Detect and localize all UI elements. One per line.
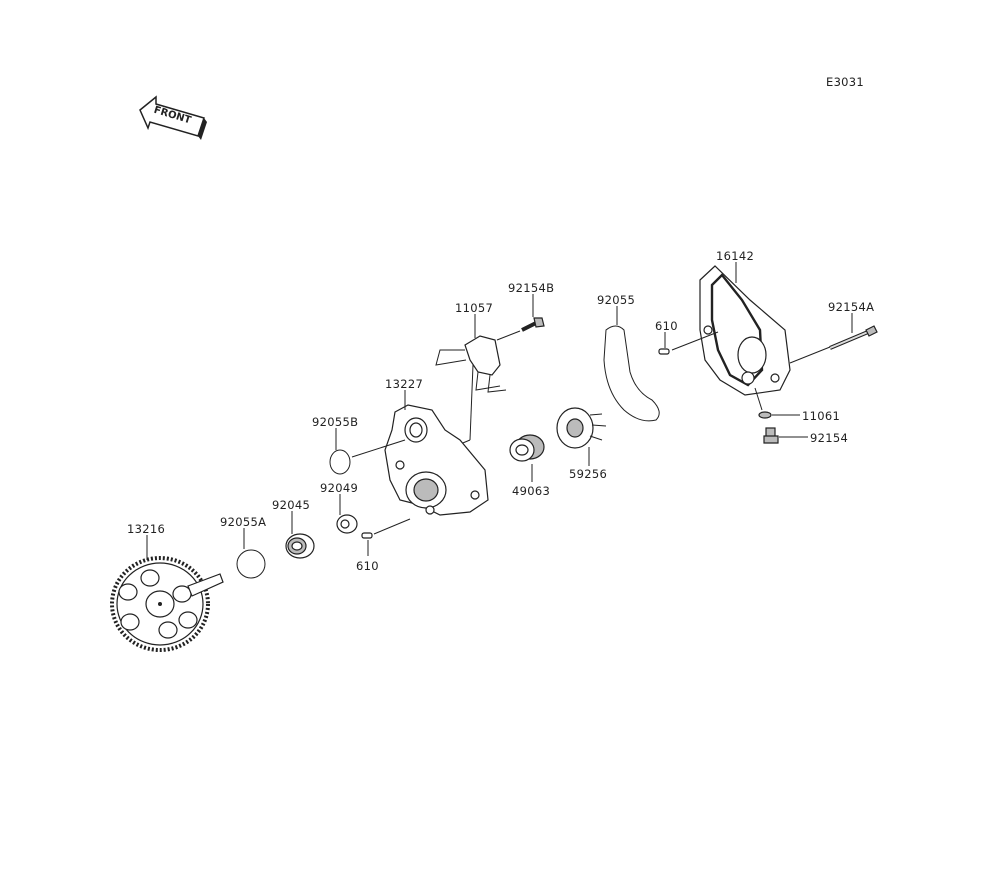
diagram-id: E3031 [826, 75, 864, 89]
part-11057-bracket[interactable] [435, 335, 507, 393]
label-92055A[interactable]: 92055A [220, 515, 266, 529]
part-16142-cover[interactable] [699, 265, 791, 396]
label-92049[interactable]: 92049 [320, 481, 358, 495]
label-92055[interactable]: 92055 [597, 293, 635, 307]
part-92049-oil-seal[interactable] [336, 514, 358, 534]
label-92154B[interactable]: 92154B [508, 281, 554, 295]
label-59256[interactable]: 59256 [569, 467, 607, 481]
label-610-bottom[interactable]: 610 [356, 559, 379, 573]
part-610-dowel-bottom[interactable] [361, 532, 373, 539]
part-92055-gasket[interactable] [603, 325, 660, 422]
part-92055A-oring[interactable] [236, 549, 266, 579]
label-610-top[interactable]: 610 [655, 319, 678, 333]
part-92154A-bolt[interactable] [829, 325, 878, 350]
label-16142[interactable]: 16142 [716, 249, 754, 263]
part-49063-mechanical-seal[interactable] [509, 434, 545, 462]
label-13227[interactable]: 13227 [385, 377, 423, 391]
label-92154[interactable]: 92154 [810, 431, 848, 445]
label-11057[interactable]: 11057 [455, 301, 493, 315]
part-92055B-oring[interactable] [329, 449, 351, 475]
label-49063[interactable]: 49063 [512, 484, 550, 498]
label-92154A[interactable]: 92154A [828, 300, 874, 314]
part-11061-washer[interactable] [758, 411, 772, 419]
label-92055B[interactable]: 92055B [312, 415, 358, 429]
part-92154B-bolt[interactable] [521, 317, 545, 332]
front-arrow-icon: FRONT [139, 95, 207, 140]
label-13216[interactable]: 13216 [127, 522, 165, 536]
part-13216-gear-shaft[interactable] [110, 556, 224, 652]
label-92045[interactable]: 92045 [272, 498, 310, 512]
part-92045-bearing[interactable] [285, 533, 315, 559]
part-92154-bolt[interactable] [763, 427, 779, 444]
label-11061[interactable]: 11061 [802, 409, 840, 423]
part-610-dowel-top[interactable] [658, 348, 670, 355]
part-13227-housing[interactable] [384, 404, 489, 516]
part-59256-impeller[interactable] [556, 407, 607, 449]
